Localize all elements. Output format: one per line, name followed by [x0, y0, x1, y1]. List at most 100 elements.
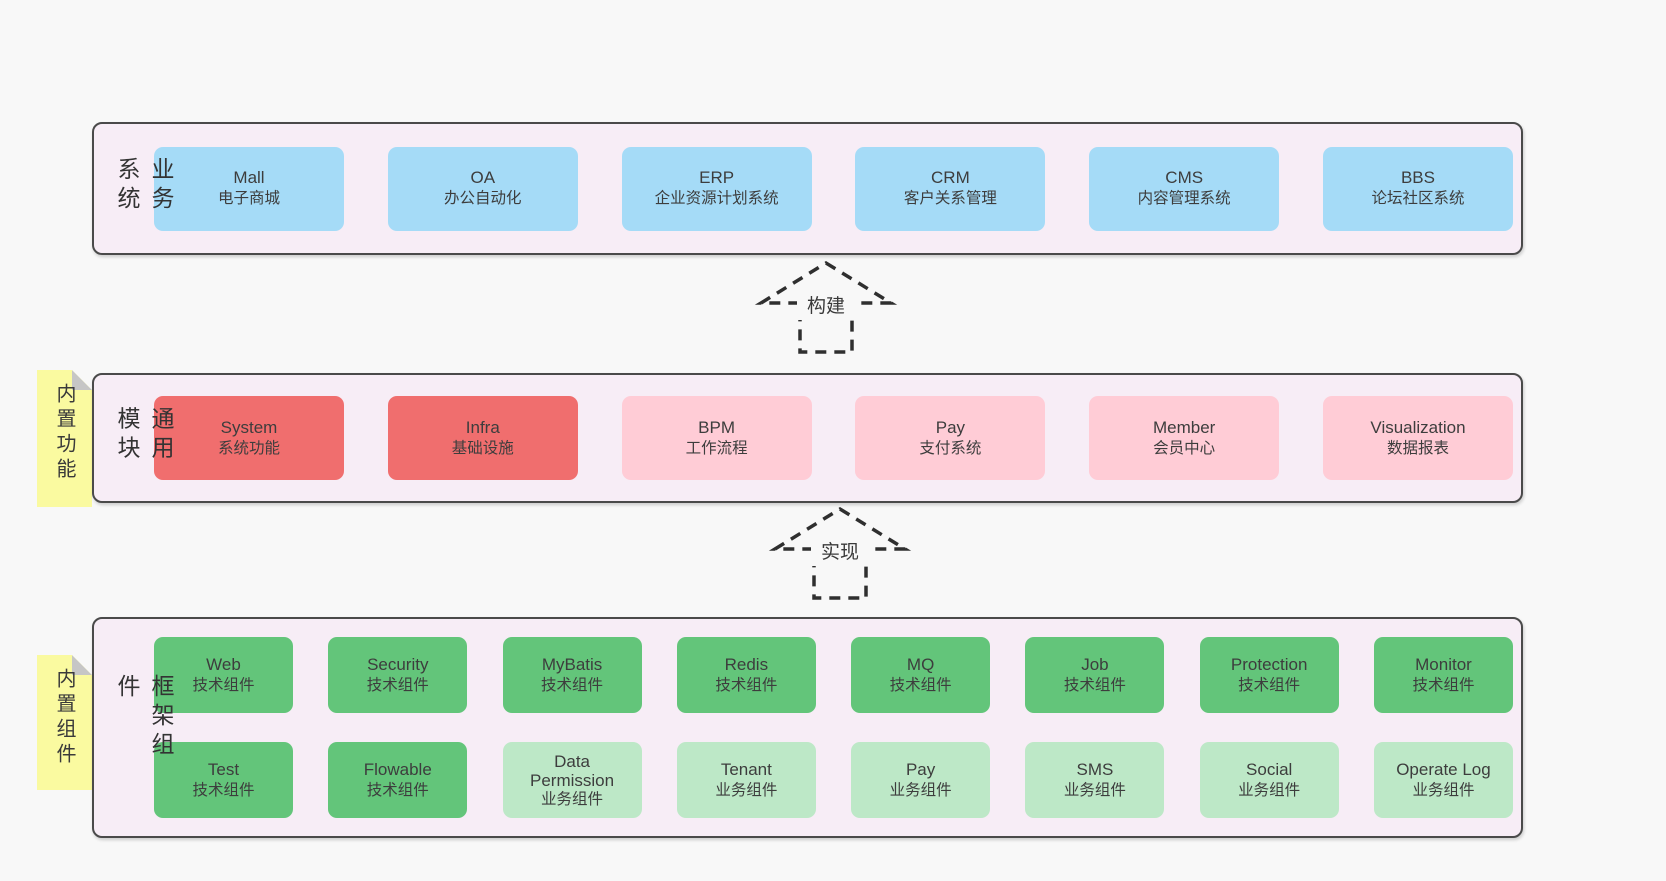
- box-subtitle: 业务组件: [541, 790, 604, 808]
- box-title: Flowable: [363, 759, 432, 779]
- box-title: Test: [207, 759, 240, 779]
- box-bbs: BBS 论坛社区系统: [1322, 146, 1513, 231]
- box-subtitle: 工作流程: [685, 439, 748, 457]
- box-data-permission: Data Permission 业务组件: [502, 742, 642, 818]
- up-arrow-outline-icon: [768, 506, 912, 600]
- box-title: Visualization: [1370, 417, 1466, 437]
- box-title: OA: [470, 168, 496, 188]
- box-operate-log: Operate Log 业务组件: [1373, 742, 1513, 818]
- box-redis: Redis 技术组件: [676, 637, 816, 713]
- box-subtitle: 技术组件: [366, 781, 429, 799]
- box-title: MyBatis: [541, 654, 603, 674]
- box-title: Web: [206, 654, 241, 674]
- box-member: Member 会员中心: [1089, 396, 1280, 480]
- box-subtitle: 论坛社区系统: [1371, 190, 1465, 208]
- band-label-business-systems: 业务系统: [114, 156, 174, 215]
- note-label: 内置组件: [53, 668, 75, 768]
- arrow-implement: 实现: [765, 506, 915, 602]
- box-title: Operate Log: [1396, 759, 1491, 779]
- box-subtitle: 数据报表: [1386, 439, 1449, 457]
- framework-components-row-1: Web 技术组件 Security 技术组件 MyBatis 技术组件 Redi…: [154, 637, 1513, 713]
- box-title: Member: [1153, 417, 1216, 437]
- box-subtitle: 电子商城: [217, 190, 280, 208]
- box-title: Security: [367, 654, 429, 674]
- box-mall: Mall 电子商城: [154, 146, 344, 231]
- box-erp: ERP 企业资源计划系统: [621, 146, 812, 231]
- box-title: Redis: [724, 654, 769, 674]
- box-subtitle: 技术组件: [192, 781, 255, 799]
- arrow-label: 构建: [807, 295, 845, 317]
- band-framework-components: 框架组件 Web 技术组件 Security 技术组件 MyBatis 技术组件…: [92, 617, 1523, 838]
- box-subtitle: 技术组件: [541, 676, 604, 694]
- box-subtitle: 业务组件: [1412, 781, 1475, 799]
- arrow-build: 构建: [751, 260, 901, 356]
- framework-components-rows: Web 技术组件 Security 技术组件 MyBatis 技术组件 Redi…: [154, 637, 1521, 818]
- box-title: Protection: [1230, 654, 1308, 674]
- box-title: Social: [1246, 759, 1293, 779]
- box-system: System 系统功能: [154, 396, 344, 480]
- box-subtitle: 业务组件: [889, 781, 952, 799]
- box-subtitle: 技术组件: [1063, 676, 1126, 694]
- box-title: BPM: [698, 417, 736, 437]
- box-title: Monitor: [1415, 654, 1472, 674]
- box-pay-component: Pay 业务组件: [851, 742, 991, 818]
- box-subtitle: 技术组件: [889, 676, 952, 694]
- box-subtitle: 内容管理系统: [1137, 190, 1231, 208]
- box-title: CRM: [931, 168, 970, 188]
- box-subtitle: 支付系统: [919, 439, 982, 457]
- box-bpm: BPM 工作流程: [621, 396, 812, 480]
- box-test: Test 技术组件: [154, 742, 293, 818]
- box-infra: Infra 基础设施: [387, 396, 578, 480]
- box-cms: CMS 内容管理系统: [1089, 146, 1280, 231]
- box-tenant: Tenant 业务组件: [676, 742, 816, 818]
- business-systems-row: Mall 电子商城 OA 办公自动化 ERP 企业资源计划系统 CRM 客户关系…: [154, 146, 1521, 231]
- box-subtitle: 技术组件: [715, 676, 778, 694]
- box-flowable: Flowable 技术组件: [328, 742, 468, 818]
- box-title: Infra: [465, 417, 500, 437]
- band-common-modules: 通用模块 System 系统功能 Infra 基础设施 BPM 工作流程 Pay…: [92, 373, 1523, 503]
- sticky-note-built-in-components: 内置组件: [37, 655, 92, 790]
- box-web: Web 技术组件: [154, 637, 293, 713]
- box-title: System: [220, 417, 278, 437]
- band-label-framework-components: 框架组件: [114, 673, 174, 761]
- box-monitor: Monitor 技术组件: [1373, 637, 1513, 713]
- arrow-label-backdrop: [811, 536, 869, 566]
- box-title: Tenant: [720, 759, 772, 779]
- box-title: Pay: [935, 417, 966, 437]
- box-subtitle: 技术组件: [192, 676, 255, 694]
- box-title: Pay: [905, 759, 936, 779]
- sticky-note-built-in-functions: 内置功能: [37, 370, 92, 507]
- framework-components-row-2: Test 技术组件 Flowable 技术组件 Data Permission …: [154, 742, 1513, 818]
- box-job: Job 技术组件: [1025, 637, 1165, 713]
- box-subtitle: 办公自动化: [444, 190, 522, 208]
- box-subtitle: 客户关系管理: [903, 190, 997, 208]
- box-subtitle: 业务组件: [715, 781, 778, 799]
- box-mybatis: MyBatis 技术组件: [502, 637, 642, 713]
- arrow-label: 实现: [821, 541, 859, 563]
- box-title: ERP: [699, 168, 735, 188]
- box-protection: Protection 技术组件: [1199, 637, 1339, 713]
- box-subtitle: 技术组件: [1238, 676, 1301, 694]
- box-title: Job: [1081, 654, 1109, 674]
- box-subtitle: 企业资源计划系统: [654, 190, 779, 208]
- box-mq: MQ 技术组件: [851, 637, 991, 713]
- up-arrow-outline-icon: [754, 260, 898, 354]
- note-label: 内置功能: [53, 383, 75, 483]
- box-subtitle: 会员中心: [1153, 439, 1216, 457]
- box-subtitle: 系统功能: [217, 439, 280, 457]
- box-subtitle: 技术组件: [366, 676, 429, 694]
- box-title: Data Permission: [530, 751, 615, 790]
- box-social: Social 业务组件: [1199, 742, 1339, 818]
- box-subtitle: 技术组件: [1412, 676, 1475, 694]
- box-subtitle: 业务组件: [1238, 781, 1301, 799]
- common-modules-row: System 系统功能 Infra 基础设施 BPM 工作流程 Pay 支付系统…: [154, 396, 1521, 480]
- band-label-common-modules: 通用模块: [114, 406, 174, 465]
- box-title: Mall: [233, 168, 265, 188]
- box-subtitle: 基础设施: [451, 439, 514, 457]
- box-security: Security 技术组件: [328, 637, 468, 713]
- box-visualization: Visualization 数据报表: [1322, 396, 1513, 480]
- box-oa: OA 办公自动化: [387, 146, 578, 231]
- box-pay-module: Pay 支付系统: [855, 396, 1046, 480]
- arrow-label-backdrop: [797, 290, 855, 320]
